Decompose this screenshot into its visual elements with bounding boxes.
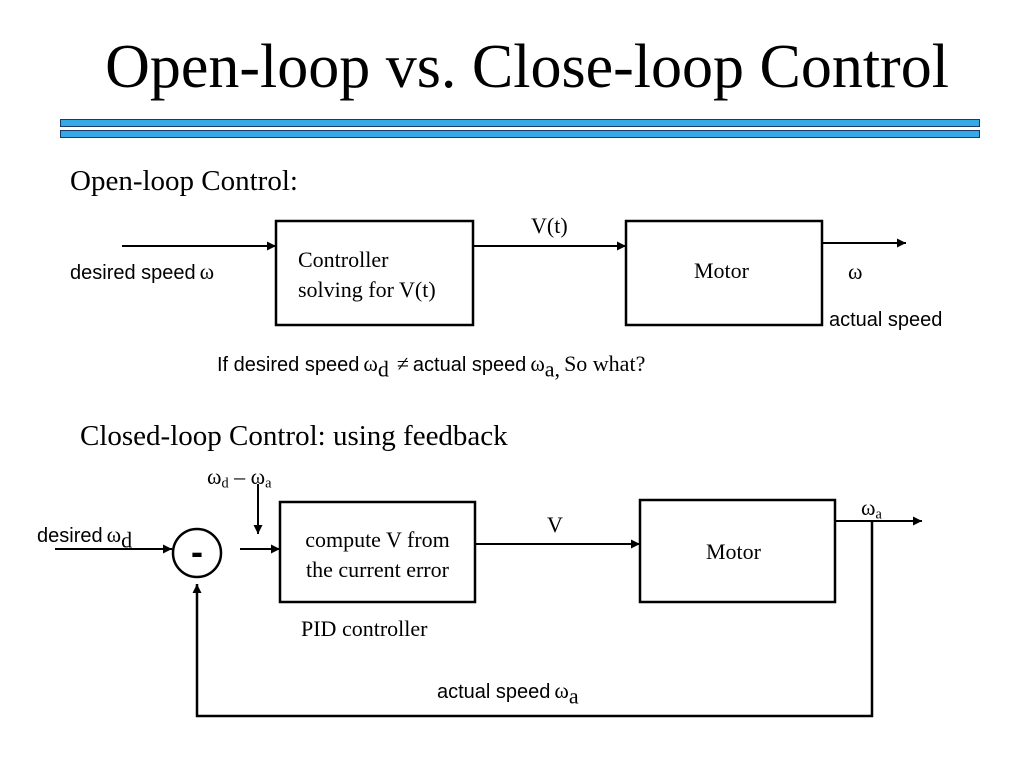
open-input-label: desired speed ω bbox=[70, 259, 215, 284]
open-motor-box bbox=[624, 219, 824, 327]
closed-loop-heading: Closed-loop Control: using feedback bbox=[80, 420, 508, 452]
closed-signal-label: V bbox=[547, 512, 563, 537]
pid-caption: PID controller bbox=[301, 616, 428, 641]
title-divider-bottom bbox=[60, 130, 980, 138]
error-label: ωd – ωa bbox=[207, 464, 272, 492]
closed-motor-box bbox=[638, 498, 837, 604]
controller-line-1: Controller bbox=[298, 247, 389, 272]
open-output-symbol: ω bbox=[848, 259, 863, 284]
open-controller-box bbox=[274, 219, 475, 327]
open-output-caption: actual speed bbox=[829, 309, 943, 331]
pid-box-text: compute V from the current error bbox=[280, 525, 475, 585]
closed-output-label: ωa bbox=[861, 495, 882, 523]
feedback-label: actual speed ωa bbox=[437, 678, 579, 709]
closed-motor-label: Motor bbox=[706, 539, 761, 564]
open-controller-text: Controller solving for V(t) bbox=[298, 245, 436, 305]
slide-title: Open-loop vs. Close-loop Control bbox=[105, 33, 949, 101]
closed-input-label: desired ωd bbox=[37, 522, 133, 553]
pid-box bbox=[278, 500, 477, 604]
feedback-path bbox=[192, 521, 874, 718]
sum-minus-sign: - bbox=[191, 531, 203, 572]
question-line: If desired speed ωd ≠ actual speed ωa, S… bbox=[217, 351, 646, 382]
open-signal-label: V(t) bbox=[531, 213, 568, 238]
pid-line-1: compute V from bbox=[305, 527, 450, 552]
title-divider-top bbox=[60, 119, 980, 127]
open-motor-label: Motor bbox=[694, 258, 749, 283]
controller-line-2: solving for V(t) bbox=[298, 277, 436, 302]
open-loop-heading: Open-loop Control: bbox=[70, 165, 298, 197]
pid-line-2: the current error bbox=[306, 557, 449, 582]
summing-junction bbox=[171, 527, 223, 579]
